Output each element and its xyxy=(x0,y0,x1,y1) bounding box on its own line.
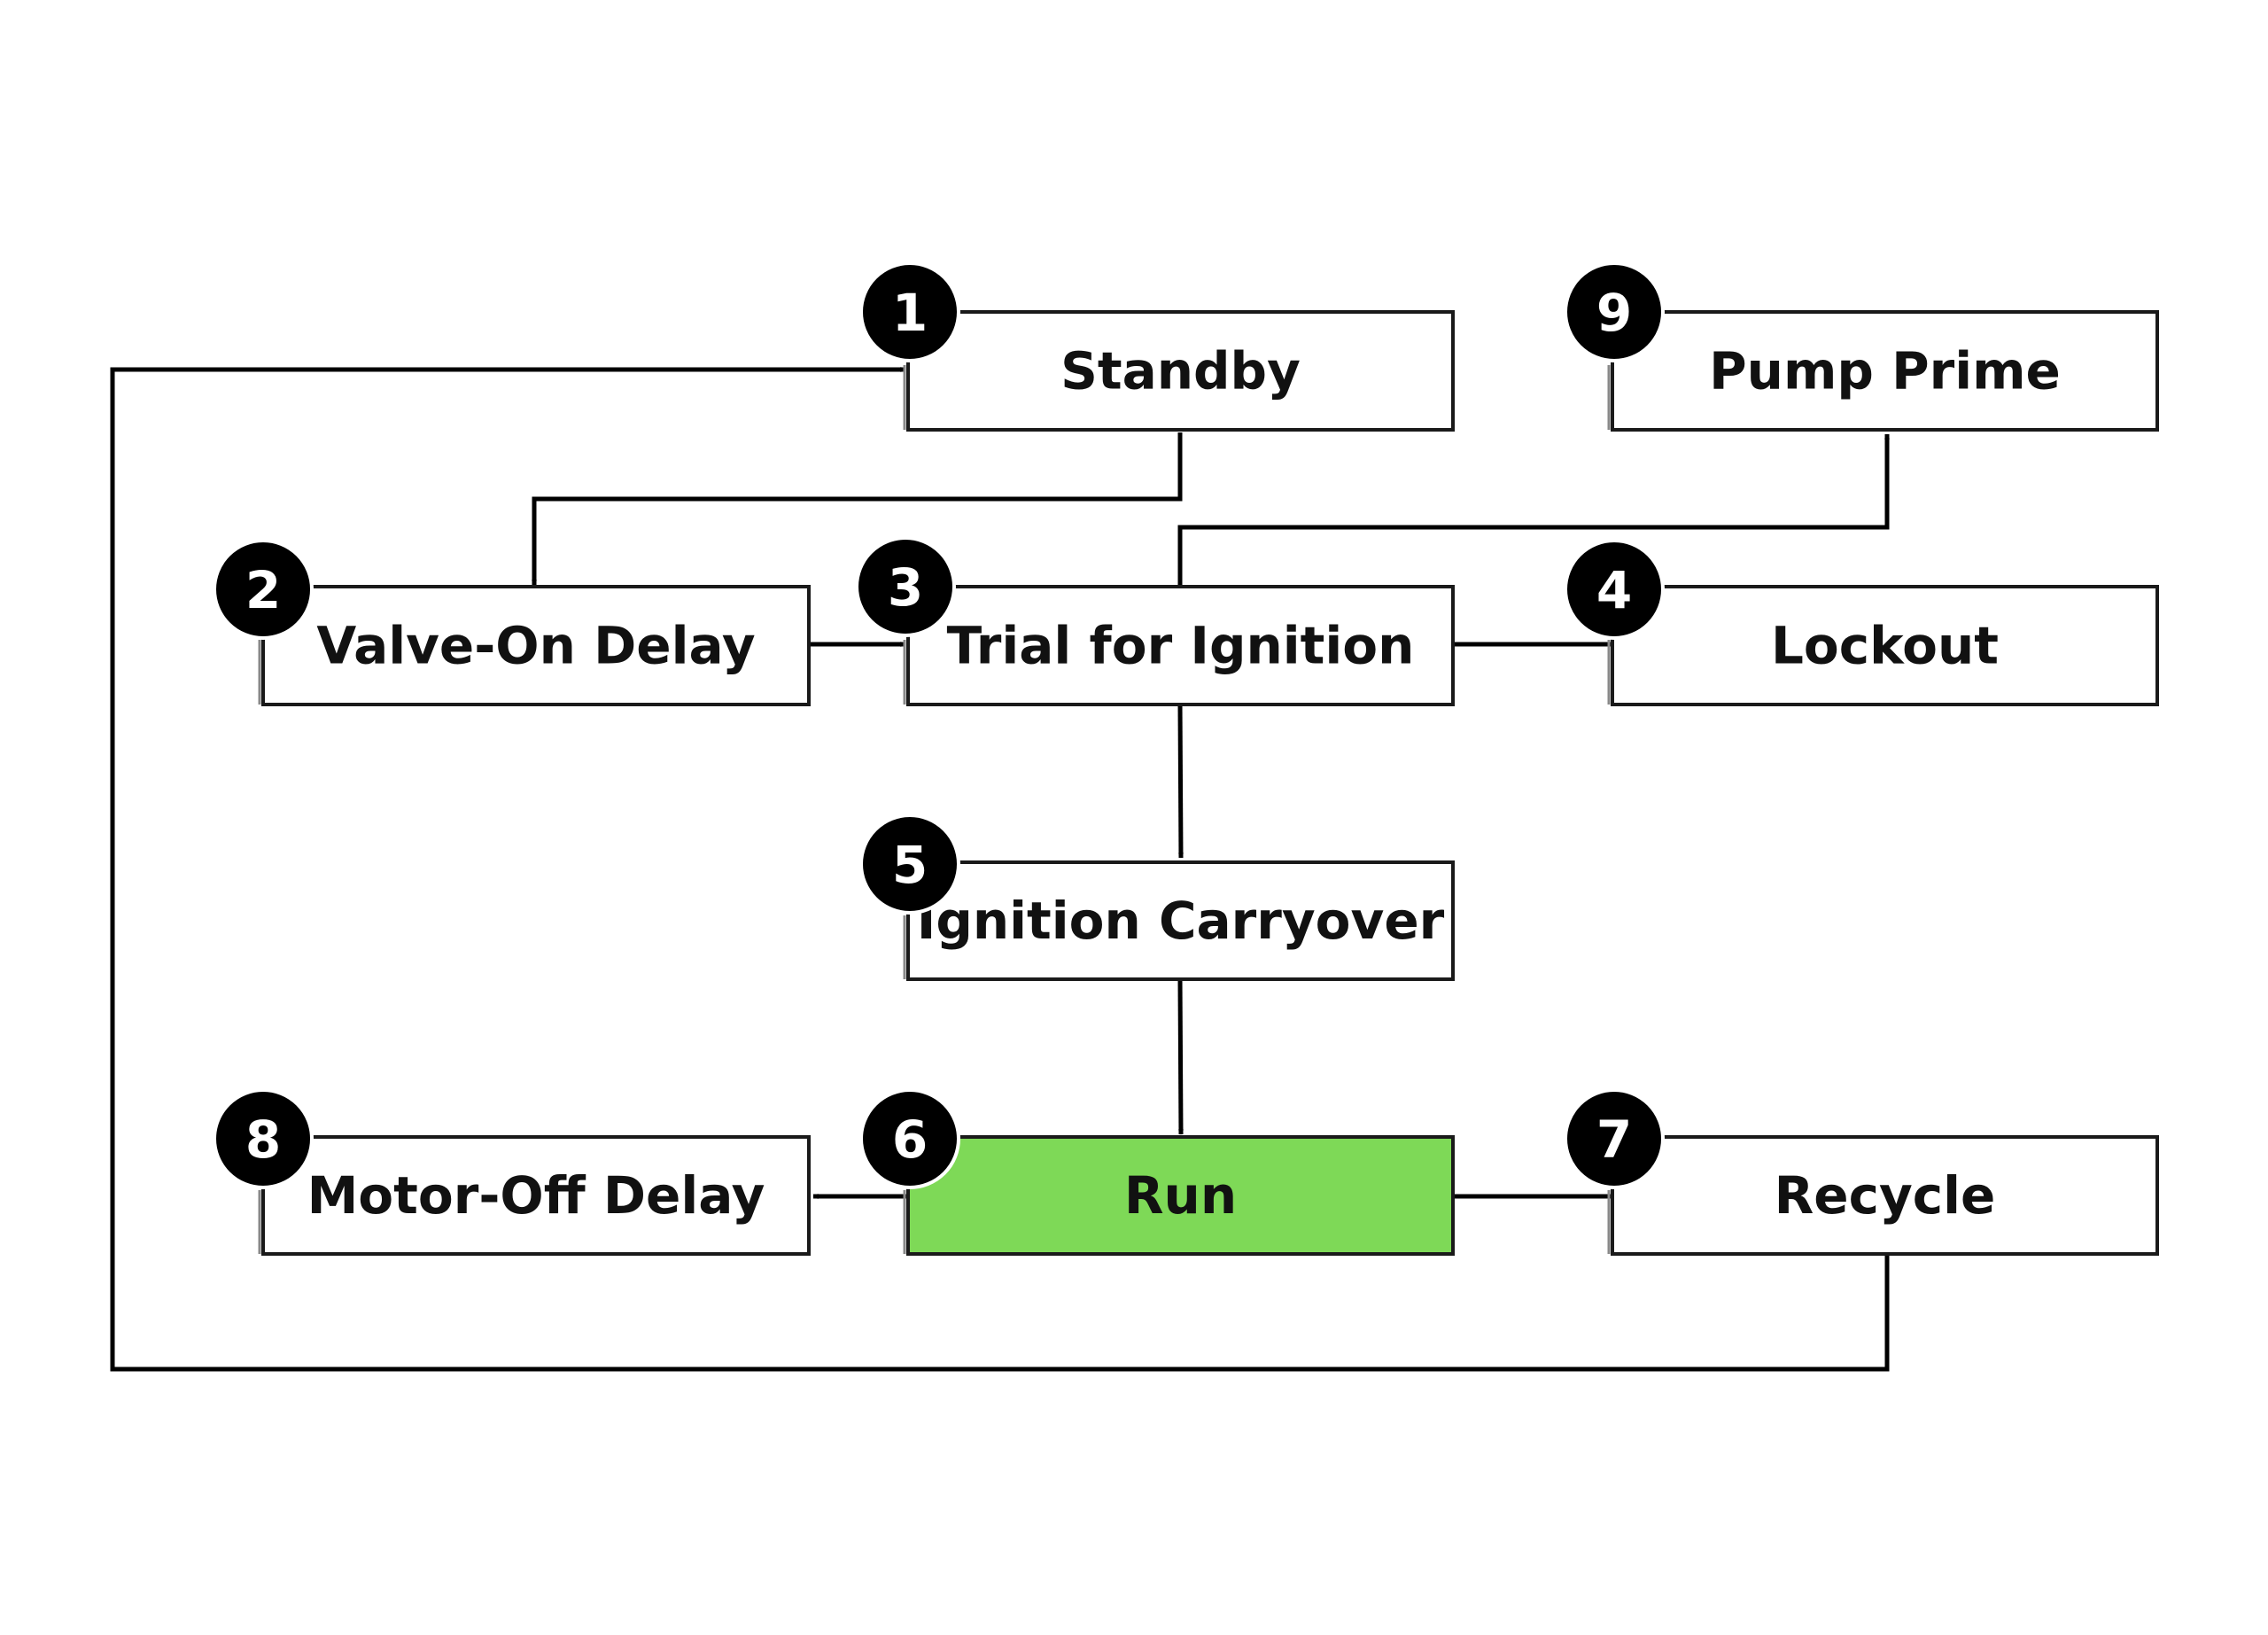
step-number-badge xyxy=(213,1088,314,1189)
step-number-badge xyxy=(859,1088,960,1189)
step-number: 9 xyxy=(1596,283,1632,343)
arrow-standby-to-valve-on-delay xyxy=(532,432,1183,586)
state-box xyxy=(1611,310,2159,432)
arrow-trial-for-ignition-to-ignition-carryover xyxy=(1177,704,1184,859)
step-number: 2 xyxy=(245,560,281,620)
step-number: 5 xyxy=(892,835,928,895)
step-number: 3 xyxy=(888,557,923,618)
state-label: Standby xyxy=(1060,341,1301,401)
state-box xyxy=(1611,585,2159,706)
connectors xyxy=(110,367,1890,1372)
state-label: Valve-On Delay xyxy=(316,616,755,676)
state-label: Pump Prime xyxy=(1709,341,2061,401)
state-recycle: Recycle 7 xyxy=(1564,1088,2159,1256)
state-box xyxy=(261,1135,811,1256)
step-number: 6 xyxy=(892,1109,928,1170)
step-number-badge xyxy=(213,539,314,640)
state-run: Run 6 xyxy=(859,1088,1455,1256)
state-box xyxy=(261,585,811,706)
state-standby: Standby 1 xyxy=(859,261,1455,432)
step-number: 7 xyxy=(1596,1109,1632,1170)
arrow-trial-for-ignition-to-pump-prime xyxy=(1177,433,1890,585)
state-box xyxy=(1611,1135,2159,1256)
arrow-recycle-to-standby xyxy=(110,367,1890,1372)
arrow-ignition-carryover-to-run xyxy=(1177,978,1184,1135)
step-number: 1 xyxy=(892,283,928,343)
state-pump-prime: Pump Prime 9 xyxy=(1564,261,2159,432)
state-label: Ignition Carryover xyxy=(917,891,1445,951)
state-trial-for-ignition: Trial for Ignition 3 xyxy=(855,536,1455,706)
state-label: Run xyxy=(1124,1165,1237,1226)
step-number: 4 xyxy=(1596,560,1632,620)
state-label: Motor-Off Delay xyxy=(307,1165,765,1226)
state-box xyxy=(906,860,1455,981)
state-label: Trial for Ignition xyxy=(947,616,1415,676)
state-box xyxy=(906,310,1455,432)
state-box xyxy=(906,1135,1455,1256)
state-lockout: Lockout 4 xyxy=(1564,539,2159,706)
state-motor-off-delay: Motor-Off Delay 8 xyxy=(213,1088,811,1256)
state-label: Lockout xyxy=(1771,616,1999,676)
step-number-badge xyxy=(1564,539,1665,640)
state-valve-on-delay: Valve-On Delay 2 xyxy=(213,539,811,706)
step-number-badge xyxy=(859,261,960,362)
step-number-badge xyxy=(855,536,956,637)
step-number-badge xyxy=(1564,261,1665,362)
state-label: Recycle xyxy=(1775,1165,1996,1226)
step-number-badge xyxy=(859,814,960,915)
step-number-badge xyxy=(1564,1088,1665,1189)
step-number: 8 xyxy=(245,1109,281,1170)
state-box xyxy=(906,585,1455,706)
